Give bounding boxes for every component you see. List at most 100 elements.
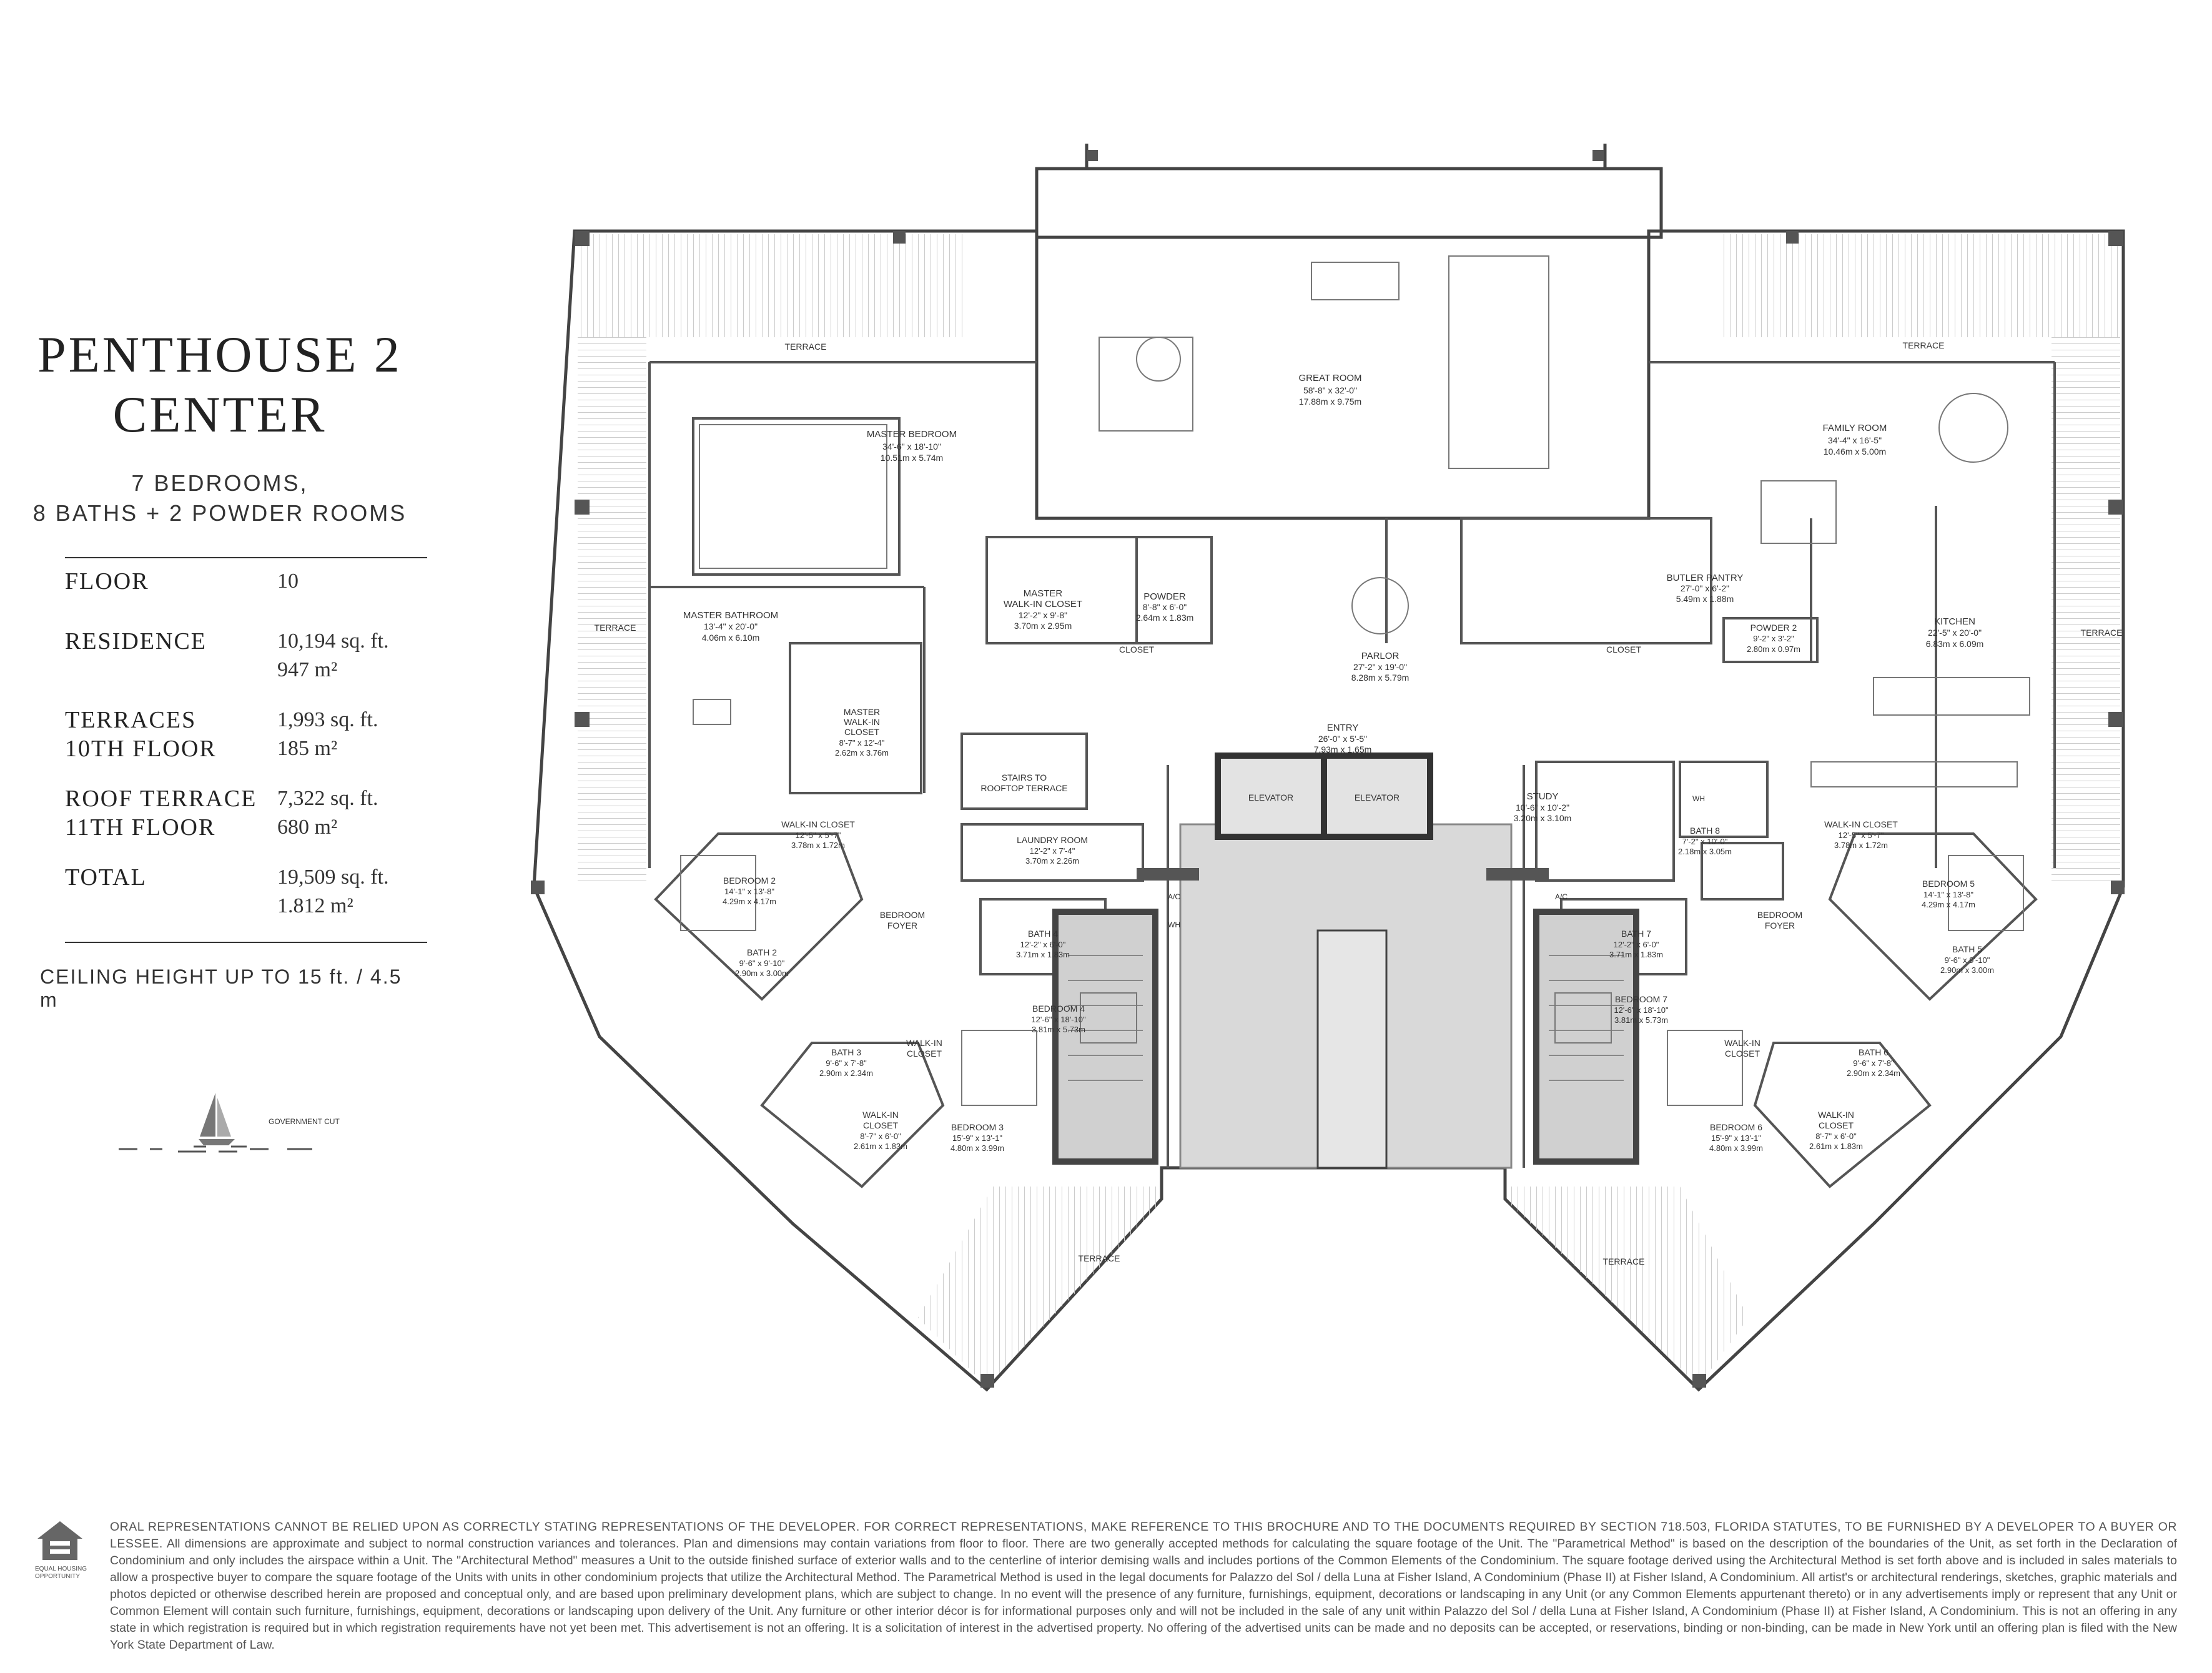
- bedroom-foyer-label: BEDROOM: [880, 910, 925, 920]
- terrace-label: TERRACE: [1603, 1256, 1645, 1266]
- bed-icon: [1080, 992, 1137, 1044]
- room-dimension: 12'-5" x 5'-7": [796, 831, 841, 840]
- room-dimension-metric: 3.81m x 5.73m: [1614, 1015, 1668, 1025]
- room-dimension-metric: 3.71m x 1.83m: [1609, 950, 1663, 959]
- bath-2-label: BATH 2: [747, 947, 777, 957]
- room-dimension: 27'-0" x 6'-2": [1681, 583, 1729, 593]
- room-dimension-metric: 2.18m x 3.05m: [1678, 847, 1732, 856]
- room-dimension-metric: 3.81m x 5.73m: [1032, 1025, 1085, 1034]
- room-dimension: 9'-6" x 9'-10": [739, 959, 785, 968]
- eho-text: EQUAL HOUSING: [35, 1566, 87, 1572]
- equal-housing-icon: [37, 1521, 82, 1560]
- unit-title: PENTHOUSE 2 CENTER: [32, 325, 407, 445]
- room-dimension: 15'-9" x 13'-1": [952, 1133, 1002, 1143]
- bath-5-label: BATH 5: [1952, 944, 1982, 954]
- master-closet-label: MASTER: [1024, 588, 1063, 599]
- ac-label: A/C: [1555, 892, 1568, 901]
- kitchen-island-icon: [1873, 677, 2030, 716]
- terrace-top-right: [1721, 234, 2120, 337]
- stat-label: FLOOR: [65, 568, 149, 595]
- room-dimension-metric: 2.61m x 1.83m: [1809, 1142, 1863, 1151]
- room-dimension: 8'-8" x 6'-0": [1143, 602, 1187, 612]
- room-dimension: 12'-2" x 7'-4": [1030, 846, 1075, 856]
- bed-icon: [699, 424, 887, 569]
- walkin-closet-label: WALK-IN: [862, 1110, 899, 1120]
- stair-left: [1052, 909, 1158, 1165]
- unit-subtitle: 7 BEDROOMS, 8 BATHS + 2 POWDER ROOMS: [32, 468, 407, 528]
- stairs-label: ROOFTOP TERRACE: [980, 783, 1067, 793]
- room-dimension-metric: 10.46m x 5.00m: [1824, 447, 1886, 456]
- room-dimension: 9'-6" x 7'-8": [1853, 1059, 1894, 1068]
- room-dimension-metric: 17.88m x 9.75m: [1299, 397, 1361, 407]
- room-dimension-metric: 3.70m x 2.95m: [1014, 621, 1072, 631]
- closet-label: CLOSET: [1606, 644, 1641, 654]
- great-room-balcony: [1035, 167, 1663, 239]
- powder-label: POWDER: [1143, 591, 1186, 602]
- room-dimension-metric: 2.61m x 1.83m: [854, 1142, 907, 1151]
- master-closet-label: MASTER: [844, 707, 880, 717]
- room-dimension: 12'-6" x 18'-10": [1031, 1015, 1086, 1024]
- room-dimension: 14'-1" x 13'-8": [1923, 890, 1973, 899]
- walkin-closet-label: CLOSET: [863, 1120, 898, 1130]
- bed-icon: [1948, 855, 2024, 931]
- butler-pantry-label: BUTLER PANTRY: [1667, 573, 1744, 583]
- room-dimension: 22'-5" x 20'-0": [1928, 628, 1982, 638]
- bedroom-5-label: BEDROOM 5: [1922, 879, 1975, 889]
- stat-floor: FLOOR 10: [65, 567, 427, 596]
- stat-value: 7,322 sq. ft.: [277, 787, 378, 810]
- furniture: [680, 255, 2030, 1106]
- master-closet-label: WALK-IN: [844, 717, 880, 727]
- bedroom-foyer-label: FOYER: [1765, 920, 1795, 930]
- water-lines: [119, 1145, 312, 1153]
- parlor-label: PARLOR: [1361, 651, 1400, 661]
- stat-value-metric: 1.812 m²: [277, 894, 353, 917]
- divider-bottom: [65, 942, 427, 943]
- terrace-top-left: [578, 234, 965, 337]
- bed-icon: [680, 855, 756, 931]
- divider-top: [65, 557, 427, 558]
- stat-total: TOTAL 19,509 sq. ft. 1.812 m²: [65, 863, 427, 920]
- stat-label: TERRACES: [65, 707, 197, 733]
- room-dimension: 9'-6" x 9'-10": [1945, 955, 1990, 965]
- room-dimension: 12'-5" x 5'-7": [1839, 831, 1884, 840]
- sail-icon: [200, 1093, 215, 1137]
- master-closet-label: WALK-IN CLOSET: [1004, 599, 1082, 609]
- room-dimension-metric: 5.49m x 1.88m: [1676, 594, 1734, 604]
- room-dimension: 13'-4" x 20'-0": [704, 621, 758, 631]
- elevator-label: ELEVATOR: [1355, 792, 1400, 802]
- closet-label: CLOSET: [1119, 644, 1154, 654]
- walkin-closet-label: WALK-IN CLOSET: [1824, 819, 1898, 829]
- disclaimer-body: All dimensions are approximate and subje…: [110, 1537, 2177, 1652]
- room-dimension: 34'-4" x 16'-5": [1828, 435, 1882, 445]
- bedroom-foyer-label: BEDROOM: [1757, 910, 1802, 920]
- master-bathroom-label: MASTER BATHROOM: [683, 610, 778, 621]
- bedroom-foyer-label: FOYER: [887, 920, 917, 930]
- bath-3-label: BATH 3: [831, 1047, 861, 1057]
- room-dimension: 8'-7" x 6'-0": [860, 1132, 901, 1141]
- room-dimension: 26'-0" x 5'-5": [1318, 734, 1367, 744]
- room-labels: GREAT ROOM 58'-8" x 32'-0" 17.88m x 9.75…: [683, 373, 1994, 1153]
- round-table-icon: [1938, 393, 2008, 463]
- bed-icon: [1667, 1030, 1743, 1106]
- bathtub-icon: [693, 699, 731, 725]
- room-dimension-metric: 2.90m x 3.00m: [1940, 965, 1994, 975]
- room-dimension-metric: 6.83m x 6.09m: [1926, 639, 1984, 649]
- equal-housing-logo: EQUAL HOUSING OPPORTUNITY: [35, 1519, 104, 1581]
- kitchen-counter-icon: [1810, 761, 2018, 787]
- room-dimension: 27'-2" x 19'-0": [1353, 662, 1407, 672]
- walkin-closet-label: WALK-IN CLOSET: [781, 819, 855, 829]
- room-dimension-metric: 3.20m x 3.10m: [1514, 813, 1572, 823]
- laundry-label: LAUNDRY ROOM: [1017, 835, 1088, 845]
- title-line-1: PENTHOUSE 2: [37, 326, 402, 383]
- stairs-label: STAIRS TO: [1002, 772, 1047, 782]
- sofa-icon: [1311, 262, 1400, 300]
- parlor-rug-icon: [1351, 577, 1409, 634]
- room-dimension: 12'-2" x 9'-8": [1019, 610, 1067, 620]
- terrace-label: TERRACE: [595, 623, 636, 633]
- sectional-sofa-icon: [1760, 480, 1837, 544]
- room-dimension: 10'-6" x 10'-2": [1516, 802, 1569, 812]
- stat-label: ROOF TERRACE: [65, 786, 257, 812]
- master-closet-label: CLOSET: [844, 727, 879, 737]
- building-core: ELEVATOR ELEVATOR: [1052, 753, 1639, 1169]
- terrace-label: TERRACE: [785, 342, 827, 352]
